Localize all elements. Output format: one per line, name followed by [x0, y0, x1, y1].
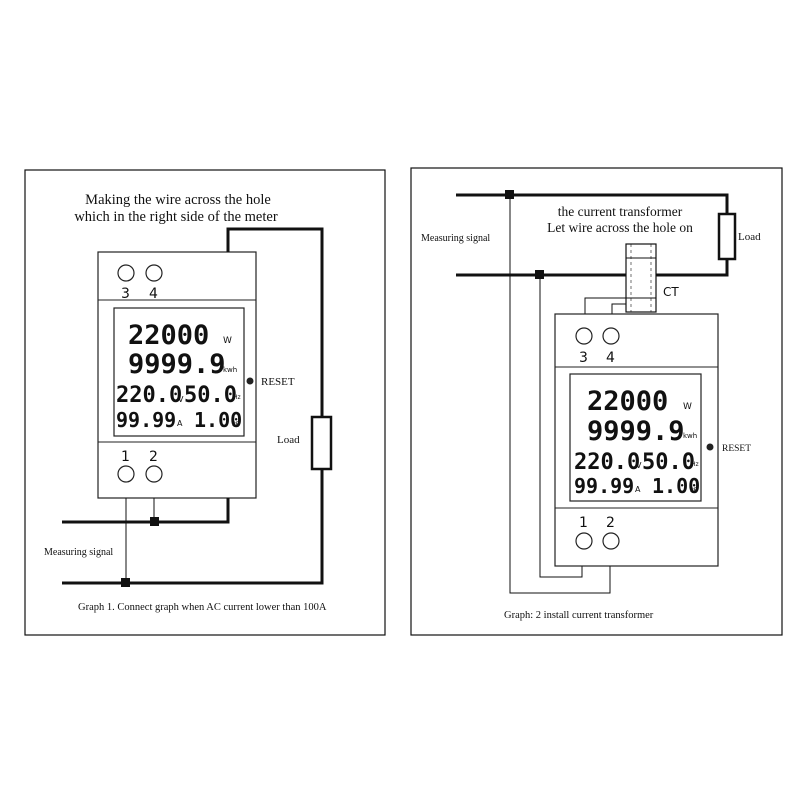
right-terminal-label-4: 4	[606, 350, 615, 366]
right-reset-button	[706, 443, 714, 451]
right-terminal-label-1: 1	[579, 515, 588, 531]
right-junction-upper	[505, 190, 514, 199]
left-reset-button	[246, 377, 254, 385]
right-ct-label: CT	[663, 285, 679, 299]
right-junction-lower	[535, 270, 544, 279]
right-panel: the current transformer Let wire across …	[410, 167, 783, 636]
left-lcd-voltage-unit: V	[178, 395, 184, 404]
left-terminal-label-4: 4	[149, 286, 158, 302]
right-terminal-1	[575, 532, 593, 550]
left-meter: 3 4 22000 W 9999.9 kwh 220.0 V 50.0 Hz 9…	[97, 251, 257, 499]
left-terminal-label-2: 2	[149, 449, 158, 465]
left-panel-frame	[24, 169, 386, 636]
right-load-label: Load	[738, 231, 761, 243]
left-lcd-power: 22000	[128, 320, 209, 351]
right-terminal-4	[602, 327, 620, 345]
left-lcd-power-unit: W	[223, 336, 232, 346]
left-junction-upper	[150, 517, 159, 526]
right-lcd-energy-unit: kwh	[683, 432, 697, 440]
left-caption: Graph 1. Connect graph when AC current l…	[78, 602, 327, 613]
right-terminal-3	[575, 327, 593, 345]
right-lcd-power-unit: W	[683, 402, 692, 412]
right-meter: 3 4 22000 W 9999.9 kwh 220.0 V 50.0 Hz 9…	[554, 313, 719, 567]
left-lcd-frequency: 50.0	[184, 383, 237, 408]
left-terminal-2	[145, 465, 163, 483]
left-lcd-frequency-unit: Hz	[233, 394, 241, 401]
left-lcd-current: 99.99	[116, 408, 176, 432]
left-lcd-energy: 9999.9	[128, 349, 226, 380]
left-heading-line1: Making the wire across the hole	[85, 192, 271, 208]
right-heading-line1: the current transformer	[558, 204, 683, 219]
right-lcd-voltage: 220.0	[574, 450, 640, 475]
left-lcd-current-unit: A	[177, 419, 183, 428]
left-terminal-3	[117, 264, 135, 282]
right-terminal-label-2: 2	[606, 515, 615, 531]
right-lcd-energy: 9999.9	[587, 416, 685, 447]
left-lcd-pf-unit: PF	[232, 421, 240, 428]
left-terminal-1	[117, 465, 135, 483]
left-junction-lower	[121, 578, 130, 587]
right-panel-frame	[410, 167, 783, 636]
left-load-label: Load	[277, 434, 300, 446]
left-panel: Making the wire across the hole which in…	[24, 169, 386, 636]
left-lcd-screen	[113, 307, 245, 437]
left-lcd-energy-unit: kwh	[223, 366, 237, 374]
right-signal-label: Measuring signal	[421, 233, 490, 244]
left-lcd-voltage: 220.0	[116, 383, 182, 408]
right-wiring	[456, 193, 729, 594]
right-caption: Graph: 2 install current transformer	[504, 610, 654, 621]
right-lcd-voltage-unit: V	[636, 461, 642, 470]
left-terminal-label-1: 1	[121, 449, 130, 465]
right-reset-label: RESET	[722, 444, 751, 454]
left-terminal-label-3: 3	[121, 286, 130, 302]
right-load-resistor	[717, 212, 737, 261]
right-terminal-2	[602, 532, 620, 550]
right-lcd-pf-unit: PF	[690, 487, 698, 494]
left-lcd-pf: 1.00	[194, 408, 242, 432]
left-reset-label: RESET	[261, 376, 295, 388]
left-signal-label: Measuring signal	[44, 547, 113, 558]
right-lcd-current-unit: A	[635, 485, 641, 494]
right-lcd-frequency: 50.0	[642, 450, 695, 475]
left-terminal-4	[145, 264, 163, 282]
right-lcd-power: 22000	[587, 386, 668, 417]
right-lcd-screen	[569, 373, 702, 502]
left-load-resistor	[310, 415, 333, 471]
left-wiring	[62, 227, 324, 585]
right-current-transformer	[625, 243, 657, 313]
right-lcd-current: 99.99	[574, 474, 634, 498]
right-terminal-label-3: 3	[579, 350, 588, 366]
right-lcd-pf: 1.00	[652, 474, 700, 498]
left-heading-line2: which in the right side of the meter	[74, 209, 278, 225]
right-heading-line2: Let wire across the hole on	[547, 220, 693, 235]
right-lcd-frequency-unit: Hz	[691, 461, 699, 468]
